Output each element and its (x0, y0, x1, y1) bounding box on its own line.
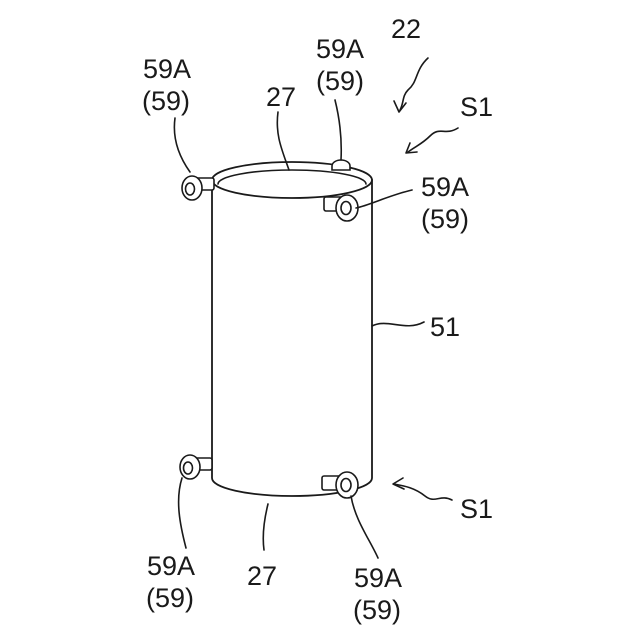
label-section-top: S1 (460, 92, 493, 122)
label-end-bottom: 27 (247, 561, 277, 591)
roller-top-right (332, 160, 350, 170)
label-assembly: 22 (391, 14, 421, 44)
label-roller-tr-b: (59) (316, 66, 364, 96)
roller-bottom-left (180, 455, 212, 479)
leader-end-bottom (263, 504, 268, 550)
arrow-s1-bottom (394, 484, 452, 500)
label-roller-br-a: 59A (354, 563, 402, 593)
label-roller-rm-b: (59) (421, 204, 469, 234)
label-section-bottom: S1 (460, 494, 493, 524)
label-end-top: 27 (266, 82, 296, 112)
leader-roller-tl (174, 118, 190, 172)
label-roller-br-b: (59) (353, 595, 401, 625)
leader-roller-bl (179, 478, 186, 548)
arrows (393, 58, 458, 500)
leader-cylinder (372, 322, 424, 326)
arrow-s1-top (408, 128, 458, 152)
label-roller-tl-a: 59A (143, 54, 191, 84)
label-roller-tl-b: (59) (142, 86, 190, 116)
label-roller-bl-b: (59) (146, 583, 194, 613)
label-cylinder: 51 (430, 312, 460, 342)
label-roller-bl-a: 59A (147, 551, 195, 581)
label-roller-tr-a: 59A (316, 34, 364, 64)
arrow-22 (400, 58, 428, 110)
roller-top-left (182, 176, 214, 200)
leader-roller-br (351, 496, 378, 558)
label-roller-rm-a: 59A (421, 172, 469, 202)
leader-roller-tr (335, 100, 341, 160)
